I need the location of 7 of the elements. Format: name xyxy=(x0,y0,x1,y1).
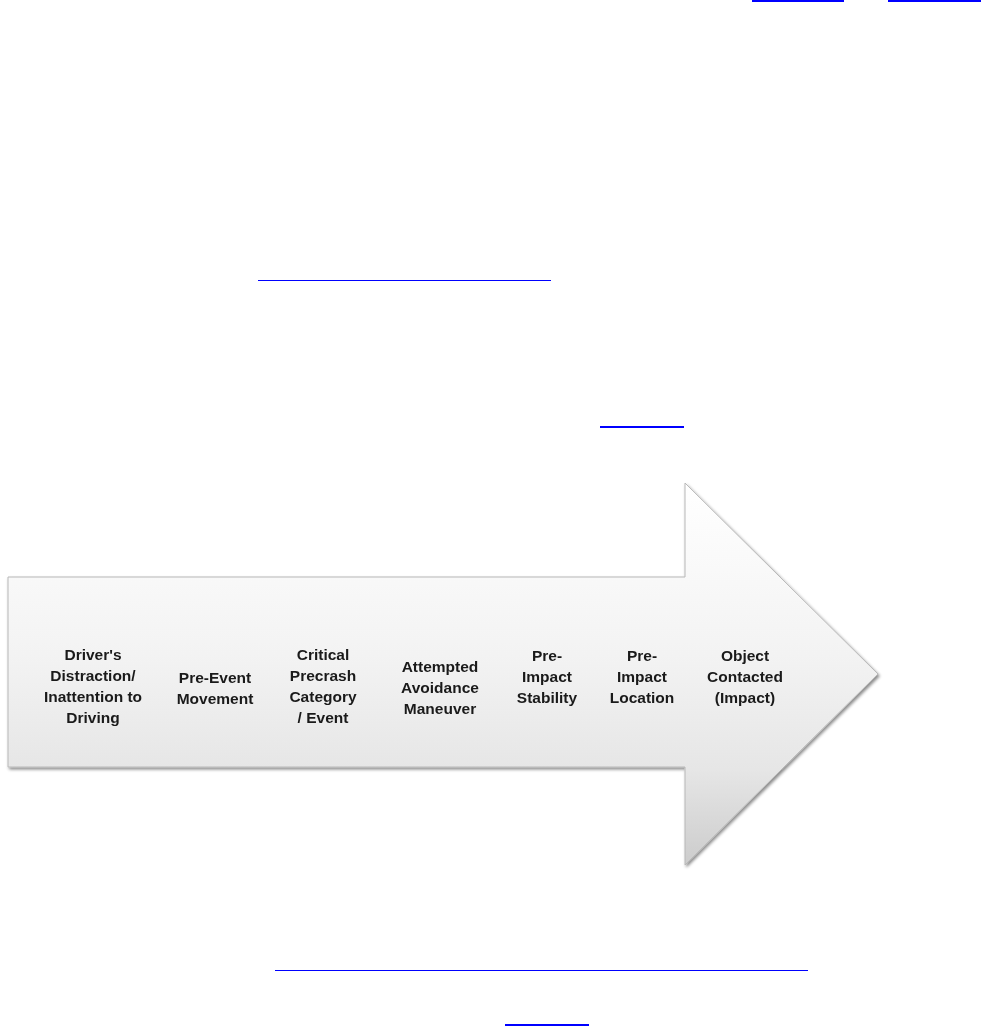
stage-label: Pre- Impact Location xyxy=(608,645,676,708)
stage-label: Attempted Avoidance Maneuver xyxy=(400,656,480,719)
stage-label: Critical Precrash Category / Event xyxy=(288,645,358,728)
stage-label: Object Contacted (Impact) xyxy=(706,645,784,708)
stage-label: Pre-Event Movement xyxy=(175,668,255,709)
stage-label: Driver's Distraction/ Inattention to Driving xyxy=(42,645,144,728)
stage-label: Pre- Impact Stability xyxy=(515,645,579,708)
